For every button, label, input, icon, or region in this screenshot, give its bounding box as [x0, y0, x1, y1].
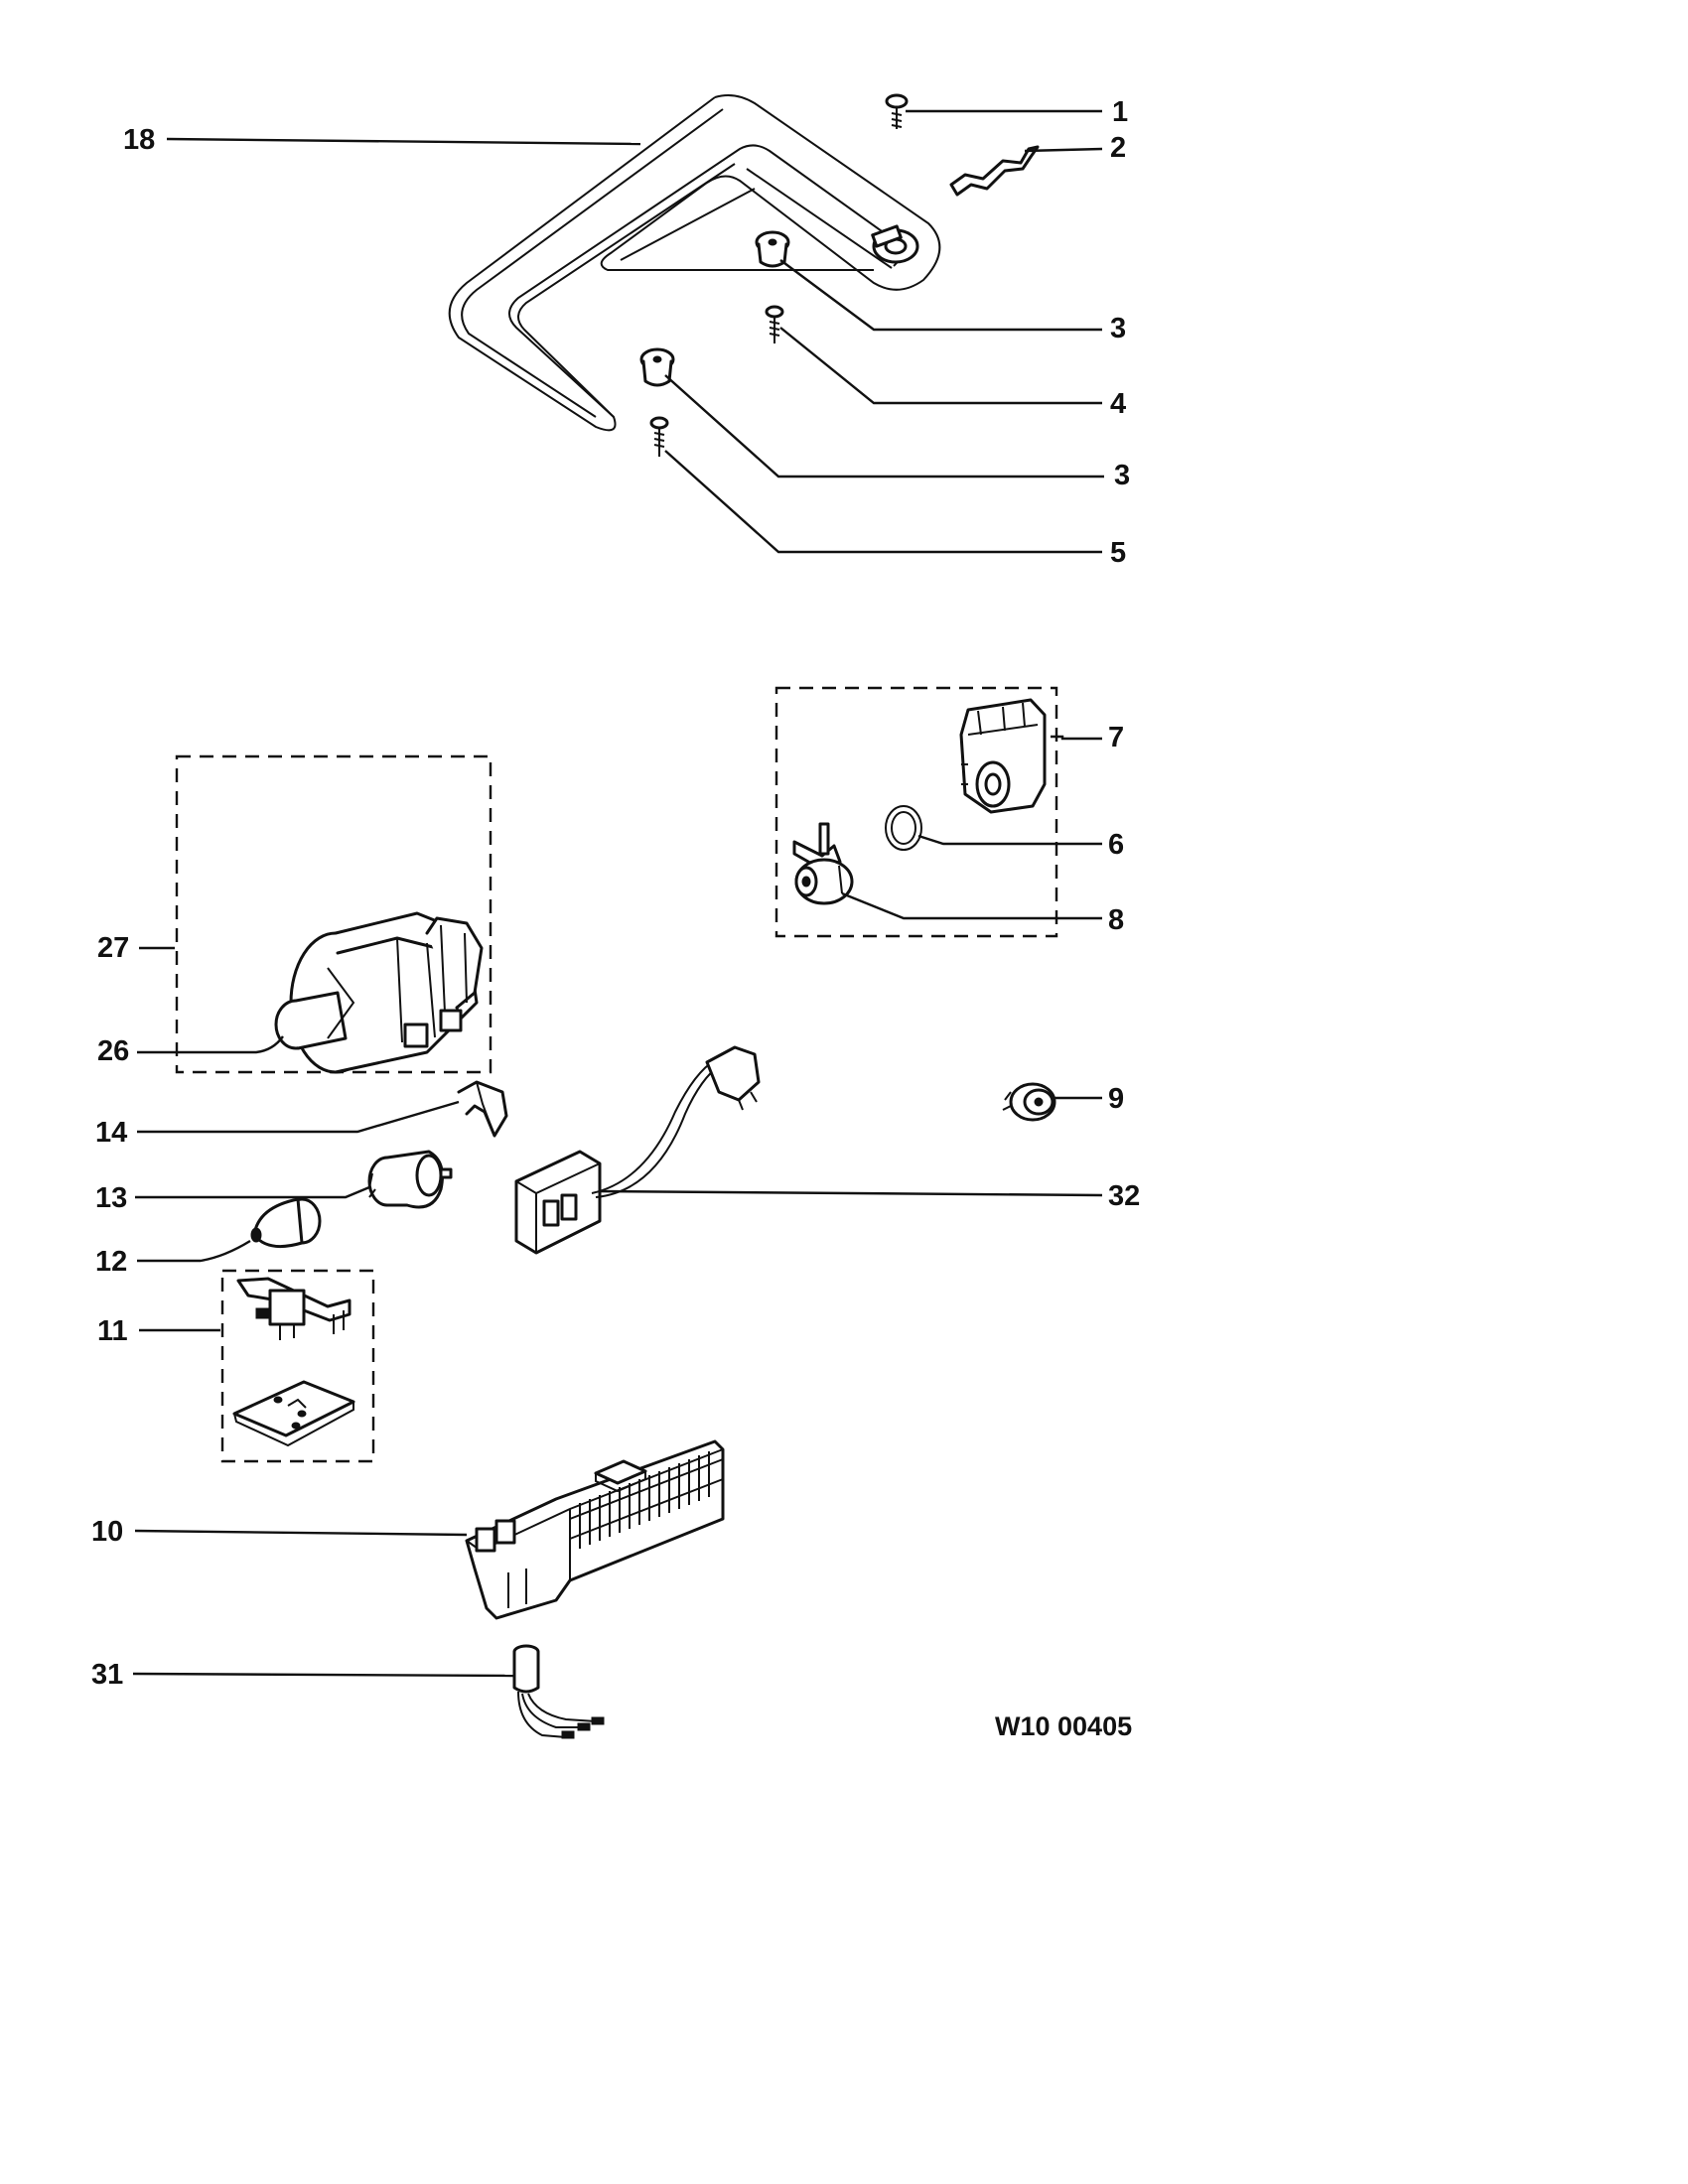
callout-12: 12 [95, 1246, 127, 1278]
callout-31: 31 [91, 1659, 123, 1691]
callout-1: 1 [1112, 96, 1128, 128]
sensor-part-9 [1002, 1082, 1102, 1122]
callout-4: 4 [1110, 388, 1126, 420]
leader-lines-pump-group [137, 946, 284, 1054]
dashed-box-part-11 [220, 1269, 375, 1463]
drawing-number: W10 00405 [995, 1711, 1132, 1741]
callout-7: 7 [1108, 722, 1124, 753]
capacitor-part-31 [132, 1644, 605, 1739]
callout-10: 10 [91, 1516, 123, 1548]
callout-3a: 3 [1110, 313, 1126, 344]
grommet-part-3-lower [639, 347, 675, 387]
callout-32: 32 [1108, 1180, 1140, 1212]
heating-element-part [448, 94, 941, 432]
callout-26: 26 [97, 1035, 129, 1067]
screw-part-4 [765, 305, 784, 343]
door-switch-part-32 [514, 1045, 1103, 1255]
o-ring-part-6 [885, 805, 922, 851]
flow-meter-part-8 [792, 822, 854, 905]
leader-lines-pressure-group [841, 735, 1102, 920]
callout-27: 27 [97, 932, 129, 964]
callout-5: 5 [1110, 537, 1126, 569]
screw-part-1 [885, 93, 909, 129]
timer-motor-part-13 [135, 1150, 453, 1209]
wash-pump-part-26 [274, 911, 484, 1074]
screw-part-5 [649, 416, 669, 457]
relay-part-11 [139, 1277, 355, 1447]
callout-13: 13 [95, 1182, 127, 1214]
callout-8: 8 [1108, 904, 1124, 936]
clip-part-14 [137, 1080, 508, 1138]
bracket-part-2 [949, 145, 1040, 197]
callout-6: 6 [1108, 829, 1124, 861]
pressure-switch-part-7 [959, 698, 1047, 814]
callout-3b: 3 [1114, 460, 1130, 491]
cap-part-12 [137, 1197, 322, 1263]
callout-9: 9 [1108, 1083, 1124, 1115]
callout-18: 18 [123, 124, 155, 156]
callout-2: 2 [1110, 132, 1126, 164]
electronic-control-part-10 [134, 1439, 725, 1620]
callout-14: 14 [95, 1117, 127, 1149]
callout-11: 11 [97, 1315, 128, 1347]
dashed-box-pressure-switch-group [774, 686, 1058, 938]
leader-lines-upper [166, 109, 1104, 554]
